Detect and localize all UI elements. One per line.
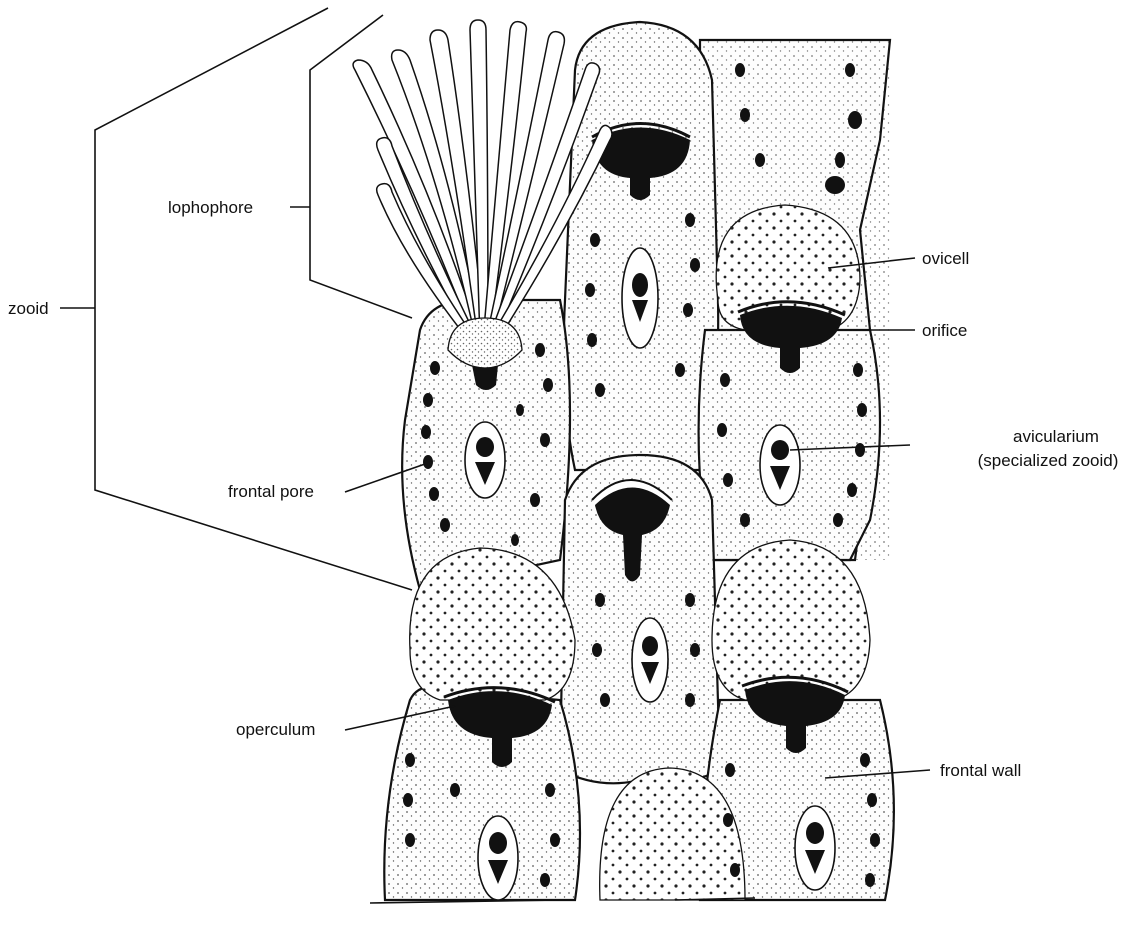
- avicularium-left-low: [478, 816, 518, 900]
- avicularium-center-top: [622, 248, 658, 348]
- label-avicularium: avicularium: [1013, 427, 1099, 446]
- avicularium-right-mid: [760, 425, 800, 505]
- label-operculum: operculum: [236, 720, 315, 739]
- label-avicularium-note: (specialized zooid): [978, 451, 1119, 470]
- avicularium-center-low: [632, 618, 668, 702]
- avicularium-left-mid: [465, 422, 505, 498]
- label-frontal-pore: frontal pore: [228, 482, 314, 501]
- label-ovicell: ovicell: [922, 249, 969, 268]
- label-orifice: orifice: [922, 321, 967, 340]
- zooid-bracket: [95, 8, 412, 590]
- label-zooid: zooid: [8, 299, 49, 318]
- label-frontal-wall: frontal wall: [940, 761, 1021, 780]
- avicularium-right-low: [795, 806, 835, 890]
- label-lophophore: lophophore: [168, 198, 253, 217]
